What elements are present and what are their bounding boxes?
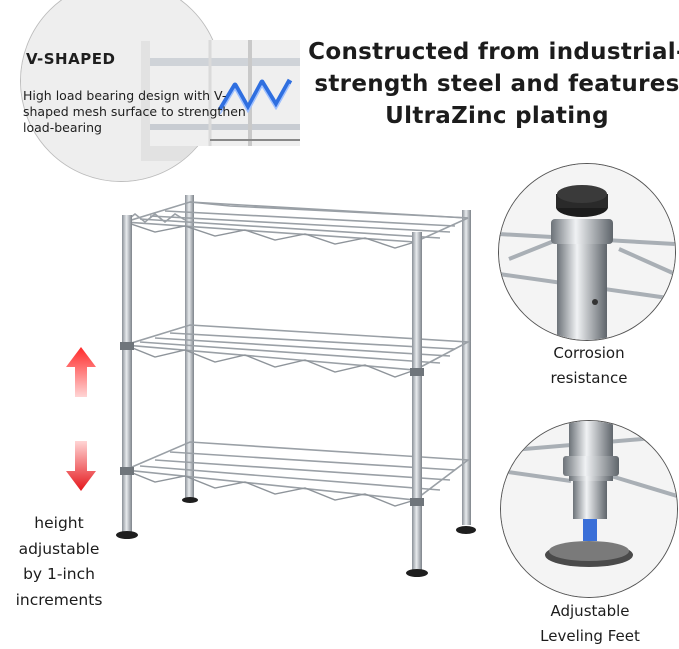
height-line: adjustable xyxy=(18,539,100,558)
v-shaped-description: High load bearing design with V-shaped m… xyxy=(23,88,246,135)
leveling-feet-caption: Adjustable Leveling Feet xyxy=(500,599,679,649)
caption-line: Corrosion xyxy=(553,344,625,362)
caption-line: Adjustable xyxy=(550,602,630,620)
headline-line: UltraZinc plating xyxy=(385,103,609,129)
arrow-down-icon xyxy=(66,441,96,491)
height-line: increments xyxy=(15,590,103,609)
leveling-feet-callout xyxy=(500,420,678,598)
headline-line: strength steel and features xyxy=(314,71,679,97)
caption-line: Leveling Feet xyxy=(540,627,640,645)
corrosion-callout xyxy=(498,163,676,341)
wire-shelf-image xyxy=(116,195,476,577)
height-adjustable-text: height adjustable by 1-inch increments xyxy=(0,511,118,613)
corrosion-caption: Corrosion resistance xyxy=(503,341,675,391)
pole-top-closeup-image xyxy=(499,164,675,340)
headline-line: Constructed from industrial- xyxy=(308,39,679,65)
headline: Constructed from industrial- strength st… xyxy=(308,36,679,132)
caption-line: resistance xyxy=(550,369,628,387)
height-line: by 1-inch xyxy=(23,565,95,583)
arrow-up-icon xyxy=(66,347,96,397)
mesh-closeup-image xyxy=(150,40,300,146)
v-shaped-title: V-SHAPED xyxy=(26,50,116,68)
leveling-foot-closeup-image xyxy=(501,421,677,597)
height-line: height xyxy=(34,514,84,532)
